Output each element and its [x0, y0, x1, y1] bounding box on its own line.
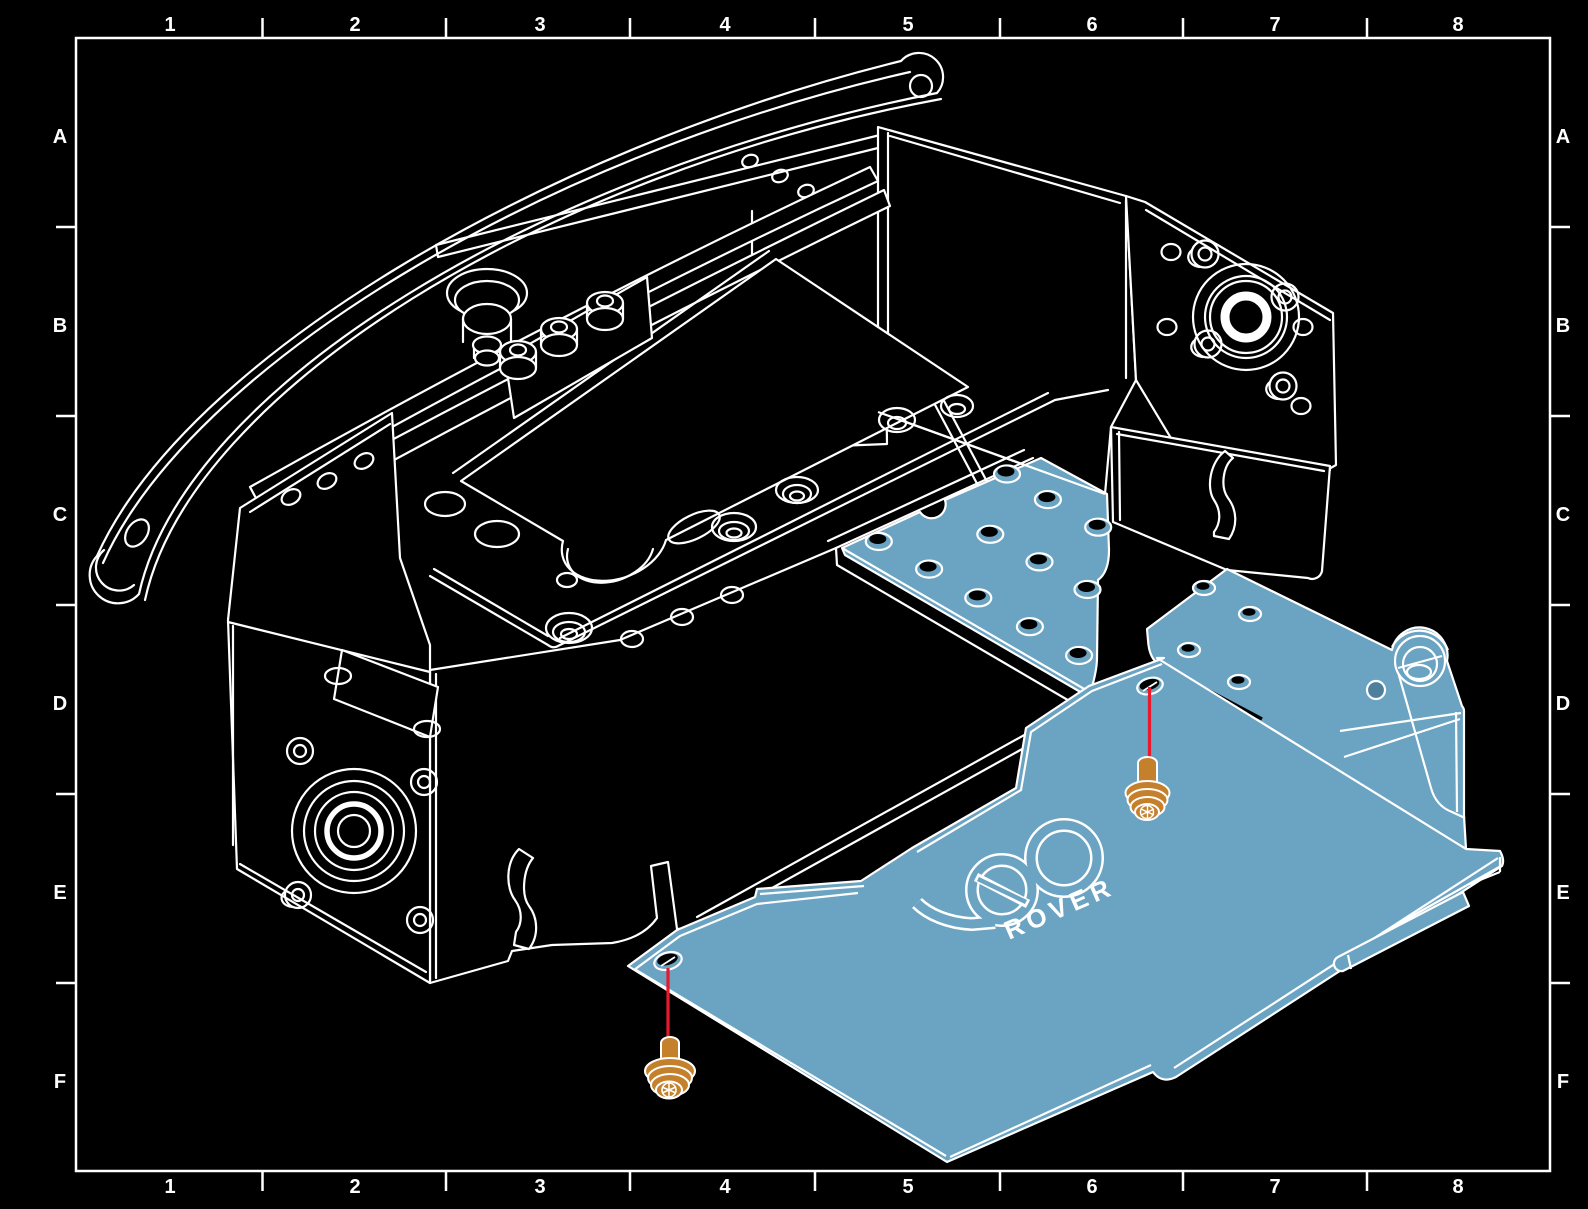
svg-text:5: 5 [902, 14, 913, 36]
svg-text:F: F [54, 1071, 66, 1093]
svg-text:D: D [53, 693, 67, 715]
svg-text:1: 1 [164, 1176, 175, 1198]
svg-text:6: 6 [1086, 14, 1097, 36]
svg-text:3: 3 [534, 14, 545, 36]
svg-text:8: 8 [1452, 1176, 1463, 1198]
svg-text:3: 3 [534, 1176, 545, 1198]
svg-text:C: C [53, 504, 67, 526]
svg-text:4: 4 [719, 1176, 731, 1198]
svg-text:A: A [1556, 126, 1570, 148]
svg-text:E: E [1556, 882, 1569, 904]
svg-text:C: C [1556, 504, 1570, 526]
svg-text:E: E [53, 882, 66, 904]
svg-text:7: 7 [1269, 1176, 1280, 1198]
svg-text:2: 2 [349, 1176, 360, 1198]
svg-text:6: 6 [1086, 1176, 1097, 1198]
svg-text:A: A [53, 126, 67, 148]
svg-text:B: B [1556, 315, 1570, 337]
svg-text:B: B [53, 315, 67, 337]
svg-text:2: 2 [349, 14, 360, 36]
svg-text:D: D [1556, 693, 1570, 715]
svg-text:5: 5 [902, 1176, 913, 1198]
svg-text:4: 4 [719, 14, 731, 36]
svg-text:F: F [1557, 1071, 1569, 1093]
svg-text:7: 7 [1269, 14, 1280, 36]
svg-text:1: 1 [164, 14, 175, 36]
svg-text:8: 8 [1452, 14, 1463, 36]
